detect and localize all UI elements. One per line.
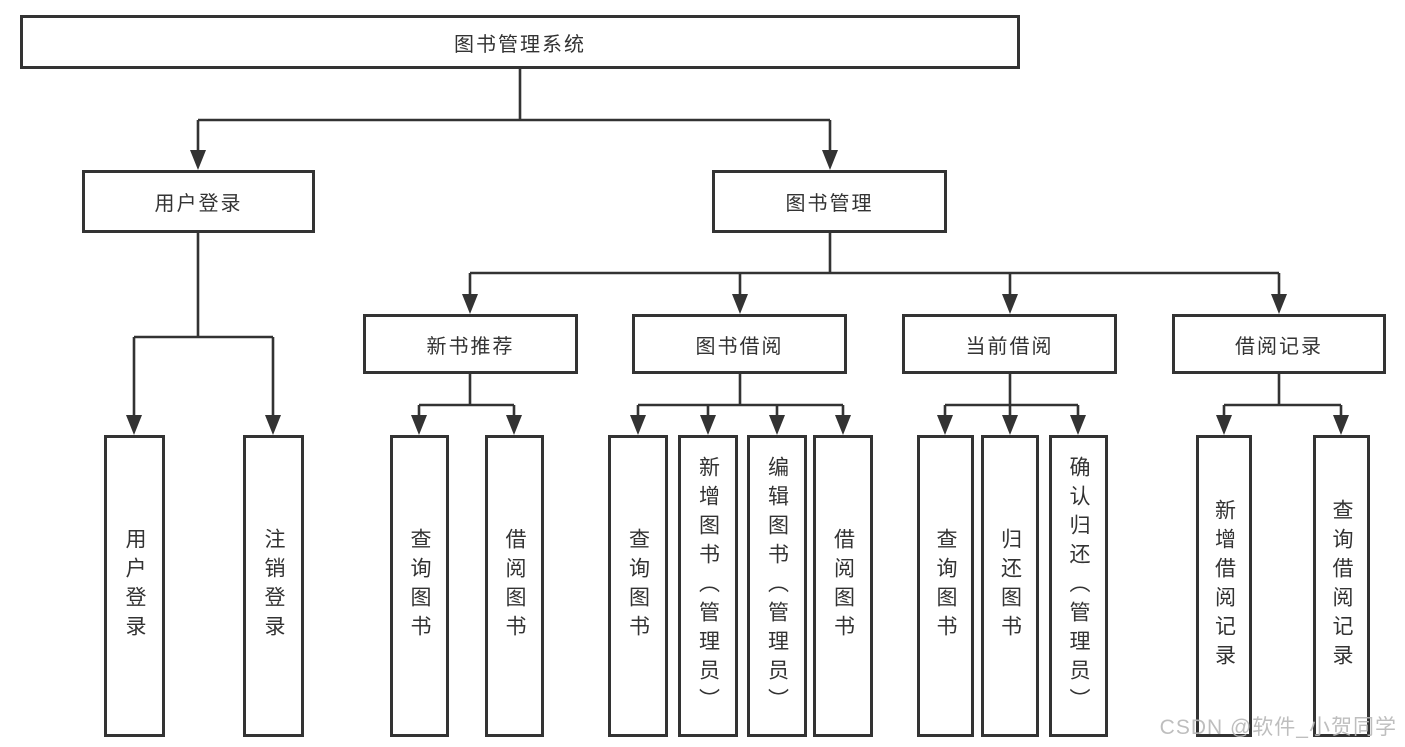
node-book-borrowing-label: 图书借阅: [695, 335, 784, 358]
node-book-management-label: 图书管理: [785, 193, 874, 215]
leaf-query-books-recommend-label: 查询图书: [408, 528, 431, 644]
node-user-login-branch: 用户登录: [82, 170, 315, 233]
node-current-borrowing-label: 当前借阅: [965, 335, 1054, 358]
node-borrowing-records-label: 借阅记录: [1235, 335, 1323, 358]
leaf-logout-label: 注销登录: [262, 528, 285, 644]
leaf-borrow-books-label: 借阅图书: [831, 528, 855, 644]
node-root-label: 图书管理系统: [454, 33, 586, 56]
leaf-query-borrow-record-label: 查询借阅记录: [1330, 499, 1353, 673]
node-user-login-branch-label: 用户登录: [154, 193, 243, 215]
leaf-query-books-current-label: 查询图书: [934, 528, 957, 644]
leaf-edit-books-admin: 编辑图书（管理员）: [747, 435, 807, 737]
leaf-edit-books-admin-label: 编辑图书（管理员）: [765, 455, 789, 717]
node-new-book-recommend: 新书推荐: [363, 314, 578, 374]
leaf-add-books-admin-label: 新增图书（管理员）: [696, 455, 720, 717]
node-book-management: 图书管理: [712, 170, 947, 233]
leaf-add-books-admin: 新增图书（管理员）: [678, 435, 738, 737]
leaf-add-borrow-record-label: 新增借阅记录: [1212, 499, 1236, 673]
leaf-user-login: 用户登录: [104, 435, 165, 737]
leaf-borrow-books-recommend: 借阅图书: [485, 435, 544, 737]
leaf-user-login-label: 用户登录: [123, 528, 146, 644]
node-borrowing-records: 借阅记录: [1172, 314, 1386, 374]
leaf-logout: 注销登录: [243, 435, 304, 737]
leaf-query-books-borrowing-label: 查询图书: [626, 528, 650, 644]
leaf-add-borrow-record: 新增借阅记录: [1196, 435, 1252, 737]
node-book-borrowing: 图书借阅: [632, 314, 847, 374]
node-root: 图书管理系统: [20, 15, 1020, 69]
leaf-query-books-current: 查询图书: [917, 435, 974, 737]
leaf-borrow-books-recommend-label: 借阅图书: [503, 528, 526, 644]
leaf-confirm-return-admin-label: 确认归还（管理员）: [1067, 455, 1090, 717]
leaf-return-books-label: 归还图书: [998, 528, 1022, 644]
leaf-query-borrow-record: 查询借阅记录: [1313, 435, 1370, 737]
node-new-book-recommend-label: 新书推荐: [426, 335, 515, 358]
leaf-return-books: 归还图书: [981, 435, 1039, 737]
leaf-confirm-return-admin: 确认归还（管理员）: [1049, 435, 1108, 737]
leaf-query-books-borrowing: 查询图书: [608, 435, 668, 737]
leaf-borrow-books: 借阅图书: [813, 435, 873, 737]
node-current-borrowing: 当前借阅: [902, 314, 1117, 374]
csdn-watermark: CSDN @软件_小贺同学: [1159, 716, 1397, 739]
leaf-query-books-recommend: 查询图书: [390, 435, 449, 737]
